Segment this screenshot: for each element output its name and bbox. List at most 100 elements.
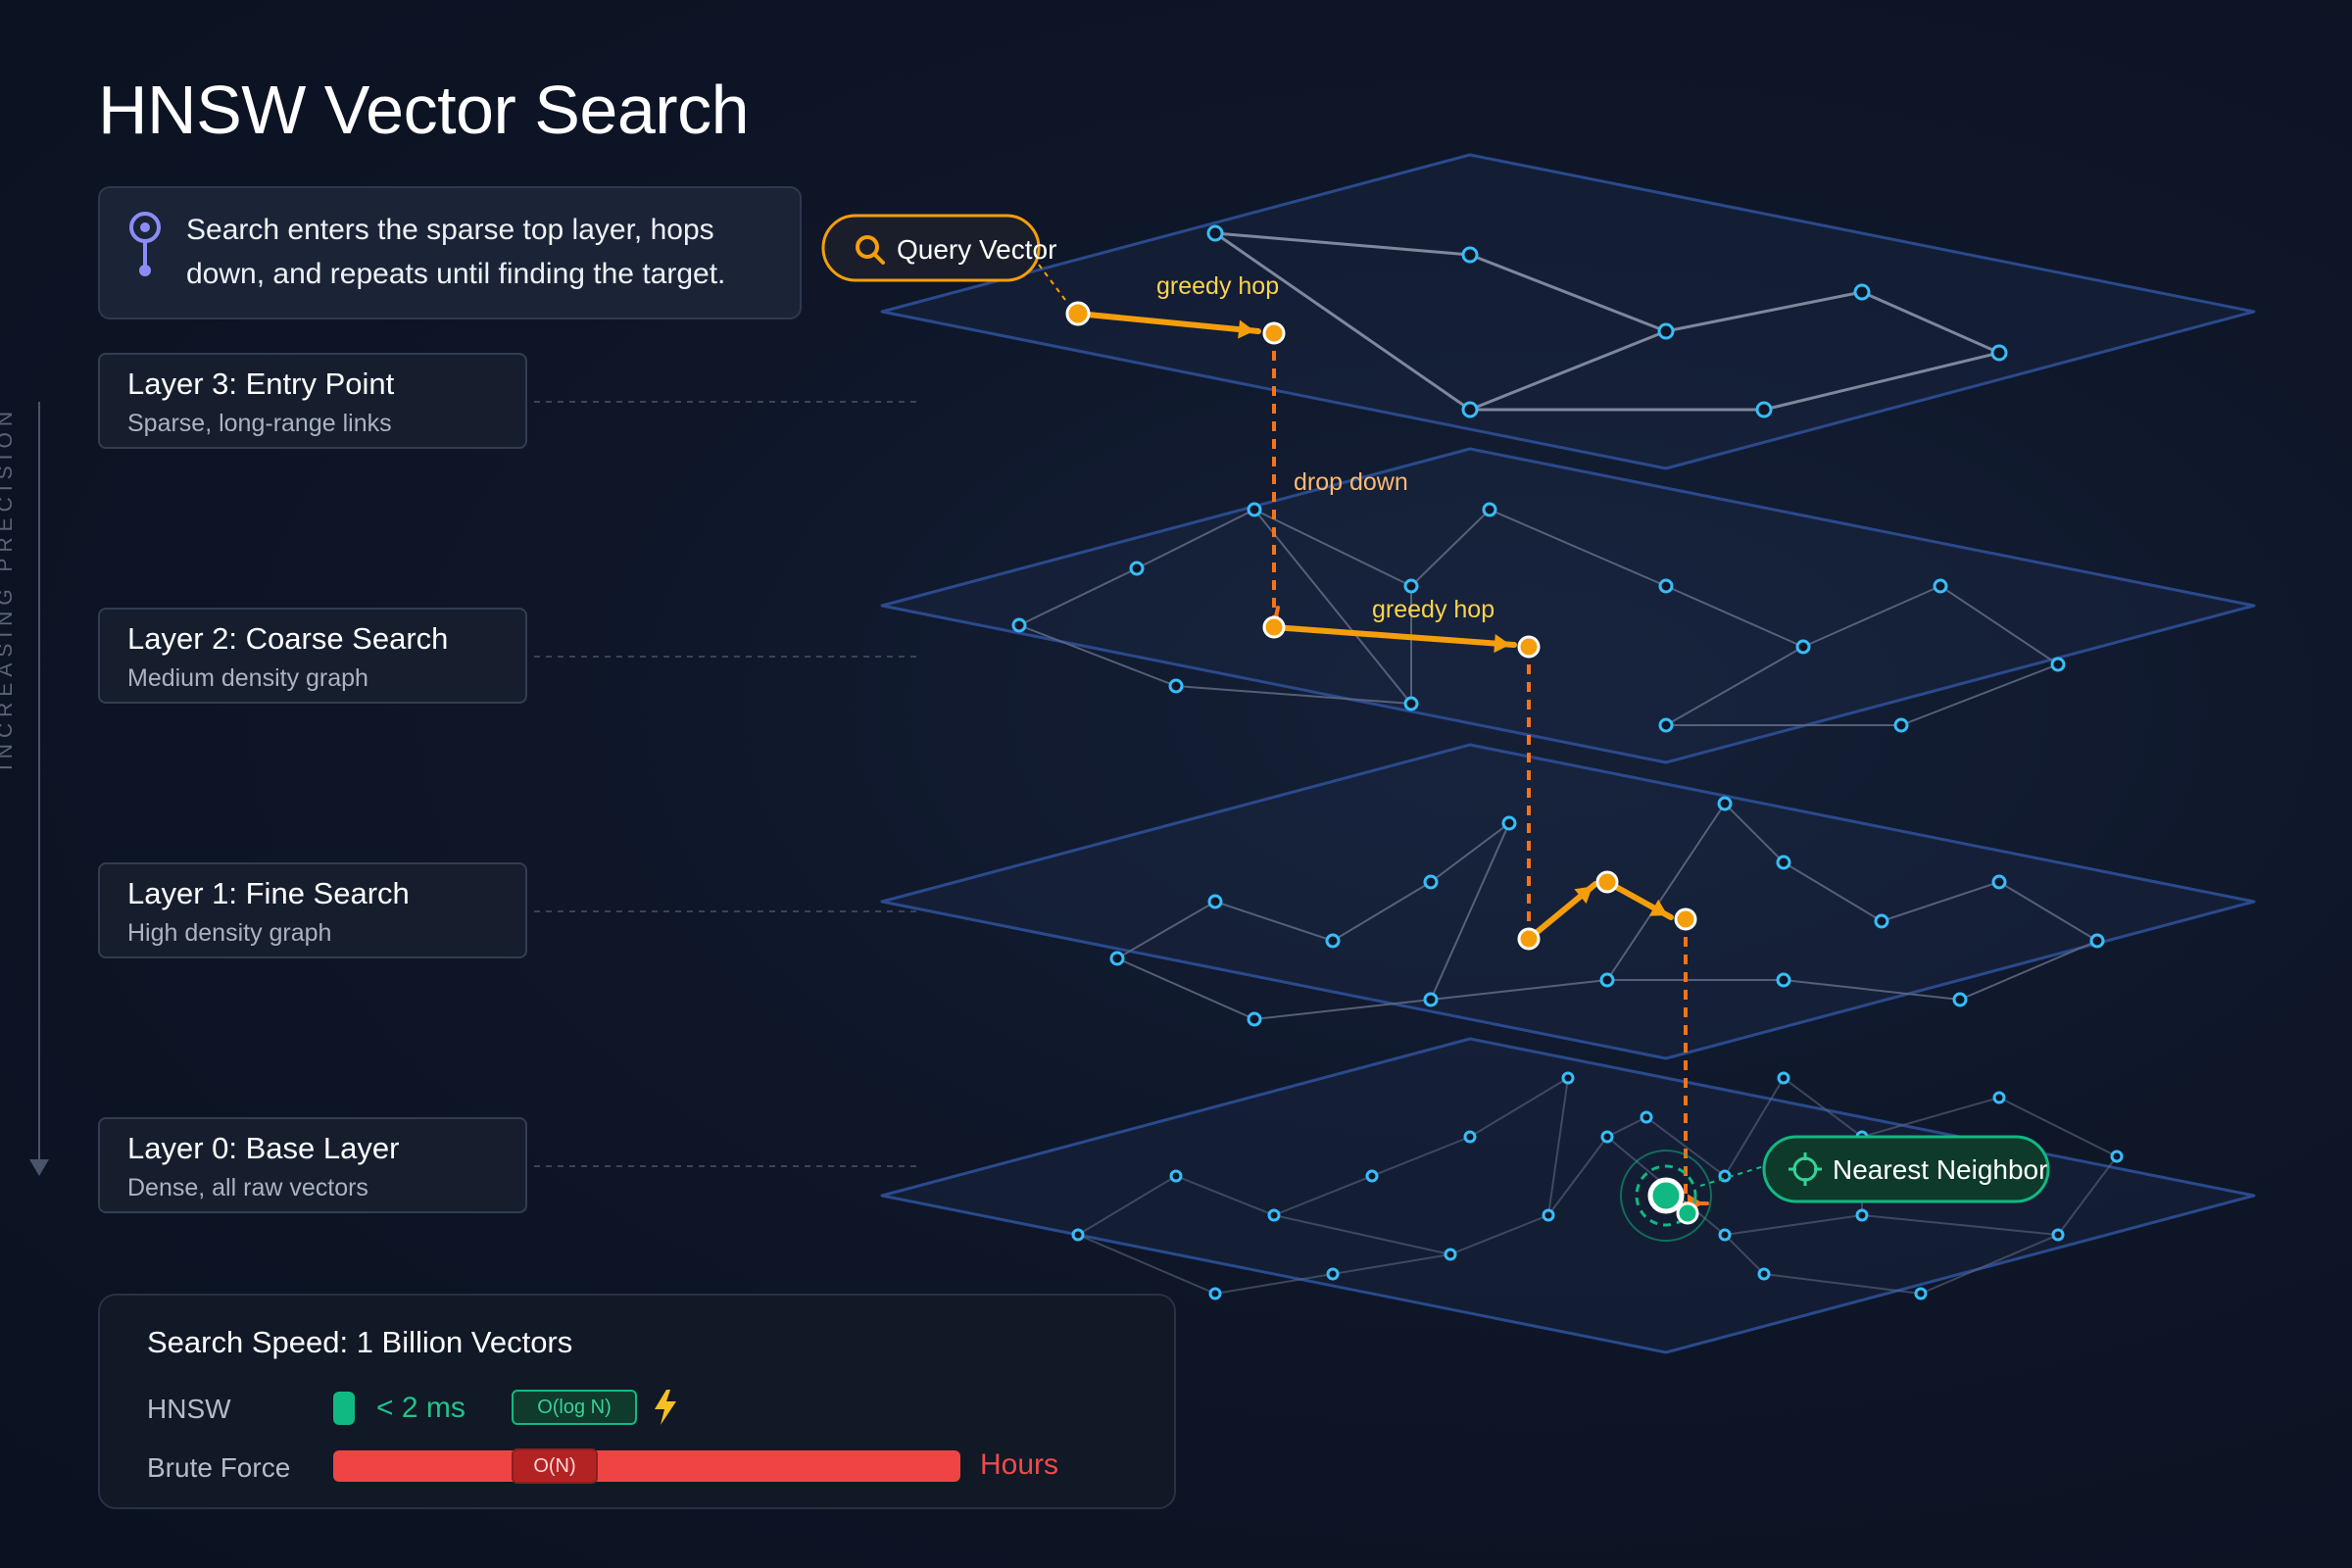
search-icon: [856, 235, 885, 265]
graph-edge: [1469, 253, 1667, 333]
query-vector-badge: Query Vector: [821, 214, 1056, 282]
graph-node: [1423, 874, 1439, 890]
speed-title: Search Speed: 1 Billion Vectors: [147, 1325, 573, 1359]
graph-edge: [1371, 1136, 1471, 1177]
graph-node: [1657, 322, 1675, 340]
graph-edge: [1861, 1214, 2059, 1236]
brute-time: Hours: [980, 1448, 1059, 1481]
layer-card-2: Layer 2: Coarse Search Medium density gr…: [98, 608, 527, 704]
crosshair-icon: [1788, 1152, 1822, 1186]
graph-edge: [1900, 663, 2059, 726]
layer-title: Layer 0: Base Layer: [127, 1131, 400, 1165]
graph-edge: [1998, 1097, 2118, 1157]
graph-node: [1247, 1011, 1262, 1027]
layer-subtitle: High density graph: [127, 919, 332, 947]
graph-edge: [1959, 940, 2098, 1001]
graph-node: [1990, 344, 2008, 362]
graph-edge: [1783, 979, 1961, 1001]
precision-label: INCREASING PRECISION: [0, 405, 17, 771]
drop-down-label: drop down: [1294, 468, 1408, 496]
graph-node: [1206, 224, 1224, 242]
graph-node: [1463, 1130, 1477, 1144]
path-node: [1517, 927, 1541, 951]
graph-edge: [1018, 624, 1177, 687]
graph-node: [1658, 717, 1674, 733]
graph-node: [1325, 933, 1341, 949]
graph-edge: [1547, 1136, 1608, 1216]
graph-node: [1991, 874, 2007, 890]
brute-row-label: Brute Force: [147, 1452, 291, 1483]
graph-node: [1795, 639, 1811, 655]
layer-title: Layer 1: Fine Search: [127, 876, 410, 910]
hnsw-time: < 2 ms: [376, 1392, 466, 1424]
path-node: [1595, 870, 1619, 894]
brute-force-bar: [333, 1450, 960, 1482]
path-node: [1065, 301, 1091, 326]
graph-node: [1247, 502, 1262, 517]
graph-node: [1599, 972, 1615, 988]
graph-edge: [1253, 509, 1412, 705]
greedy-hop-edge: [1271, 624, 1517, 648]
graph-node: [1658, 578, 1674, 594]
greedy-hop-mid-label: greedy hop: [1372, 596, 1494, 623]
graph-node: [1129, 561, 1145, 576]
graph-edge: [1724, 1234, 1765, 1275]
graph-node: [1776, 972, 1791, 988]
graph-edge: [1430, 822, 1510, 1001]
graph-edge: [1332, 1253, 1451, 1275]
graph-node: [2089, 933, 2105, 949]
nearest-neighbor-label: Nearest Neighbor: [1833, 1154, 2047, 1185]
path-node: [1262, 321, 1286, 345]
graph-node: [1561, 1071, 1575, 1085]
graph-edge: [1606, 803, 1726, 981]
graph-node: [1542, 1208, 1555, 1222]
graph-edge: [1763, 351, 2000, 412]
layer-title: Layer 2: Coarse Search: [127, 621, 449, 656]
nearest-neighbor-target: [1620, 1150, 1712, 1242]
graph-edge: [1998, 881, 2098, 942]
graph-edge: [1449, 1214, 1549, 1255]
graph-edge: [1214, 231, 1471, 257]
graph-node: [2051, 1228, 2065, 1242]
graph-edge: [1077, 1234, 1216, 1295]
graph-node: [1423, 992, 1439, 1007]
graph-node: [1777, 1071, 1790, 1085]
graph-node: [1501, 815, 1517, 831]
graph-edge: [1920, 1234, 2059, 1295]
graph-edge: [2057, 1155, 2118, 1236]
graph-node: [1952, 992, 1968, 1007]
graph-node: [1403, 696, 1419, 711]
graph-node: [1482, 502, 1497, 517]
graph-node: [1169, 1169, 1183, 1183]
query-vector-label: Query Vector: [897, 234, 1056, 265]
path-node: [1674, 907, 1697, 931]
graph-edge: [1665, 290, 1863, 333]
graph-edge: [1018, 567, 1138, 626]
path-arrowhead: [1238, 319, 1255, 339]
graph-node: [1755, 401, 1773, 418]
graph-edge: [1724, 1214, 1863, 1236]
path-node: [1517, 635, 1541, 659]
graph-edge: [1116, 901, 1216, 959]
graph-edge: [1881, 881, 2000, 922]
layer-plane: [880, 1037, 2256, 1354]
graph-node: [1208, 1287, 1222, 1300]
hnsw-complexity-badge: O(log N): [512, 1390, 637, 1425]
graph-node: [1893, 717, 1909, 733]
graph-edge: [1469, 1077, 1569, 1138]
graph-node: [1011, 617, 1027, 633]
layer-card-0: Layer 0: Base Layer Dense, all raw vecto…: [98, 1117, 527, 1213]
graph-edge: [1332, 881, 1432, 942]
graph-edge: [1410, 509, 1491, 587]
graph-edge: [1783, 861, 1883, 922]
graph-node: [1757, 1267, 1771, 1281]
graph-node: [1326, 1267, 1340, 1281]
graph-edge: [1273, 1214, 1451, 1255]
graph-edge: [1861, 290, 2000, 355]
graph-edge: [1273, 1175, 1373, 1216]
greedy-hop-edge: [1075, 311, 1261, 334]
graph-edge: [1724, 803, 1785, 863]
graph-edge: [1430, 822, 1510, 883]
graph-node: [2050, 657, 2066, 672]
